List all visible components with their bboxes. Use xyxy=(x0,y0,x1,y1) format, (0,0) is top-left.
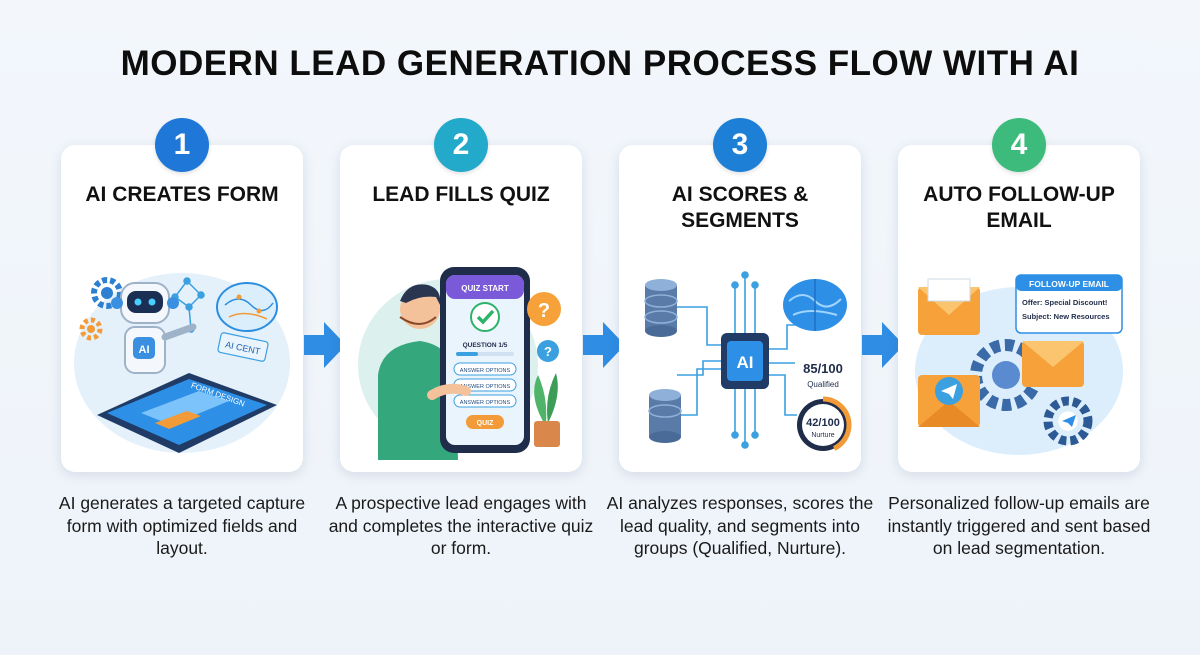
qualified-score-badge: 85/100 Qualified xyxy=(803,361,843,389)
svg-text:ANSWER OPTIONS: ANSWER OPTIONS xyxy=(460,384,511,390)
step-3-title: AI SCORES & SEGMENTS xyxy=(671,183,809,232)
email-envelope-icon xyxy=(1022,341,1084,387)
ai-chip-icon: AI xyxy=(721,333,769,389)
svg-text:Subject: New Resources: Subject: New Resources xyxy=(1022,312,1110,321)
gear-icon xyxy=(79,317,103,341)
follow-up-email-illustration: FOLLOW-UP EMAIL Offer: Special Discount!… xyxy=(915,274,1123,455)
step-2-number-badge: 2 xyxy=(434,118,488,172)
robot-form-illustration: AI AI CENT FORM DESIGN xyxy=(74,273,290,453)
step-3-number-badge: 3 xyxy=(713,118,767,172)
robot-icon: AI xyxy=(111,282,197,374)
step-2-description: A prospective lead engages with and comp… xyxy=(328,493,594,558)
svg-text:Qualified: Qualified xyxy=(807,380,839,389)
email-envelope-icon xyxy=(918,278,980,335)
step-4-card: AUTO FOLLOW-UP EMAIL xyxy=(898,145,1140,472)
page-title: MODERN LEAD GENERATION PROCESS FLOW WITH… xyxy=(120,44,1080,83)
phone-quiz-icon: QUIZ START QUESTION 1/5 ANSWER OPTIONS A… xyxy=(440,267,530,453)
database-icon xyxy=(644,279,678,337)
flow-arrow-icon xyxy=(862,322,904,368)
svg-text:Nurture: Nurture xyxy=(811,432,834,439)
flow-arrow-icon xyxy=(583,322,625,368)
svg-text:?: ? xyxy=(538,300,550,322)
step-3-description: AI analyzes responses, scores the lead q… xyxy=(606,493,874,558)
send-icon xyxy=(1058,411,1078,431)
svg-text:AI: AI xyxy=(737,353,754,372)
svg-text:QUIZ START: QUIZ START xyxy=(461,284,509,293)
svg-text:85/100: 85/100 xyxy=(803,361,843,376)
step-4-title: AUTO FOLLOW-UP EMAIL xyxy=(923,183,1115,232)
step-3-card: AI SCORES & SEGMENTS xyxy=(619,145,861,472)
step-2-title: LEAD FILLS QUIZ xyxy=(372,183,550,206)
brain-network-icon xyxy=(216,282,278,332)
nurture-score-badge: 42/100 Nurture xyxy=(794,396,852,454)
flow-arrow-icon xyxy=(304,322,346,368)
svg-text:ANSWER OPTIONS: ANSWER OPTIONS xyxy=(460,400,511,406)
plant-icon xyxy=(534,373,560,447)
step-1-title: AI CREATES FORM xyxy=(85,183,279,206)
question-bubble-icon: ? xyxy=(527,292,561,326)
svg-text:QUIZ: QUIZ xyxy=(477,420,494,427)
circuit-lines-icon xyxy=(677,271,797,449)
database-icon xyxy=(648,389,682,443)
svg-text:QUESTION 1/5: QUESTION 1/5 xyxy=(463,342,508,349)
brain-icon xyxy=(783,279,847,331)
step-1-description: AI generates a targeted capture form wit… xyxy=(58,493,306,558)
network-icon xyxy=(171,277,205,333)
gear-icon xyxy=(91,277,123,309)
step-1-card: AI CREATES FORM xyxy=(61,145,303,472)
svg-text:42/100: 42/100 xyxy=(806,417,840,429)
ai-tag-label: AI CENT xyxy=(217,332,269,362)
step-2-card: LEAD FILLS QUIZ QUIZ START QUESTION 1/5 xyxy=(340,145,582,472)
hand-icon xyxy=(427,383,471,400)
step-1-number-badge: 1 xyxy=(155,118,209,172)
svg-text:Offer: Special Discount!: Offer: Special Discount! xyxy=(1022,298,1107,307)
step-4-description: Personalized follow-up emails are instan… xyxy=(887,493,1151,558)
ai-scoring-illustration: AI 85/100 Qualified 42/100 Nurture xyxy=(644,271,852,454)
follow-up-email-card: FOLLOW-UP EMAIL Offer: Special Discount!… xyxy=(1015,274,1123,334)
tablet-form-icon: FORM DESIGN xyxy=(97,373,277,453)
svg-text:AI: AI xyxy=(139,344,150,356)
person-icon xyxy=(378,284,458,460)
step-4-number-badge: 4 xyxy=(992,118,1046,172)
quiz-phone-illustration: QUIZ START QUESTION 1/5 ANSWER OPTIONS A… xyxy=(358,267,561,460)
svg-text:ANSWER OPTIONS: ANSWER OPTIONS xyxy=(460,368,511,374)
question-bubble-icon: ? xyxy=(537,340,559,362)
svg-text:?: ? xyxy=(544,344,552,359)
telegram-envelope-icon xyxy=(918,375,980,427)
svg-text:FOLLOW-UP EMAIL: FOLLOW-UP EMAIL xyxy=(1029,279,1109,289)
